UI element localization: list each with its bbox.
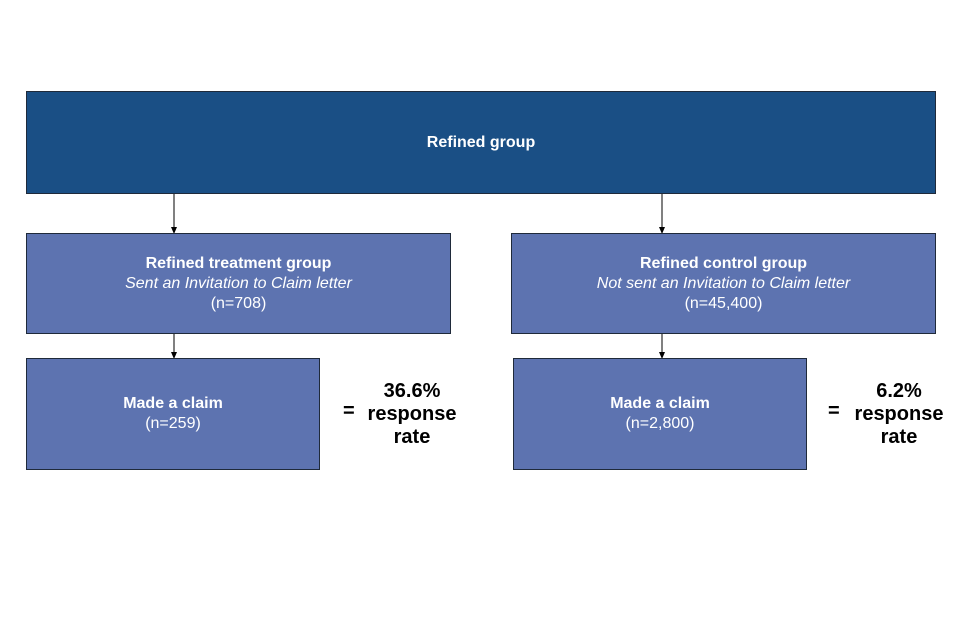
treatment-claim-box: Made a claim (n=259) — [26, 358, 320, 470]
refined-group-title: Refined group — [426, 133, 536, 151]
control-claim-count: (n=2,800) — [625, 415, 695, 432]
control-equals-sign: = — [828, 400, 840, 422]
treatment-rate-word2: rate — [393, 426, 431, 448]
control-group-box: Refined control group Not sent an Invita… — [511, 233, 936, 334]
treatment-group-subtitle: Sent an Invitation to Claim letter — [125, 274, 352, 292]
treatment-rate-word1: response — [367, 403, 457, 425]
control-group-subtitle: Not sent an Invitation to Claim letter — [596, 274, 851, 292]
treatment-group-box: Refined treatment group Sent an Invitati… — [26, 233, 451, 334]
treatment-response-rate: 36.6% response rate — [362, 380, 462, 449]
treatment-group-title: Refined treatment group — [145, 254, 332, 272]
control-response-rate: 6.2% response rate — [849, 380, 949, 449]
control-group-count: (n=45,400) — [684, 294, 763, 312]
control-rate-word1: response — [854, 403, 944, 425]
control-claim-box: Made a claim (n=2,800) — [513, 358, 807, 470]
control-group-title: Refined control group — [639, 254, 808, 272]
treatment-claim-title: Made a claim — [123, 395, 223, 412]
treatment-group-count: (n=708) — [210, 294, 267, 312]
control-rate-value: 6.2% — [876, 380, 922, 402]
control-rate-word2: rate — [880, 426, 918, 448]
control-claim-title: Made a claim — [610, 395, 710, 412]
treatment-claim-count: (n=259) — [145, 415, 201, 432]
treatment-equals-sign: = — [343, 400, 355, 422]
refined-group-box: Refined group — [26, 91, 936, 194]
treatment-rate-value: 36.6% — [383, 380, 441, 402]
